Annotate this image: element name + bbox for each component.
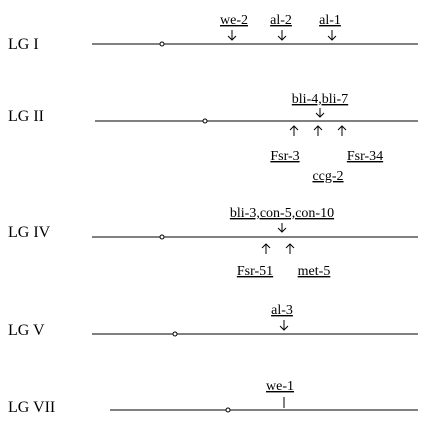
centromere-marker [225,407,231,413]
down-arrow-icon [279,320,289,331]
gene-label: met-5 [298,264,331,279]
linkage-group-2: LG II bli-4,bli-7 Fsr-3 Fsr-34 ccg-2 [8,92,418,184]
up-arrow-icon [261,243,271,254]
gene-label: al-2 [270,13,292,28]
down-arrow-icon [277,30,287,41]
gene-label: we-1 [266,379,294,394]
linkage-group-5: LG V al-3 [8,303,418,339]
down-arrow-icon [227,30,237,41]
down-arrow-icon [327,30,337,41]
group-label: LG I [8,36,39,53]
group-label: LG IV [8,224,51,241]
centromere-marker [159,234,165,240]
gene-label: bli-4,bli-7 [292,92,348,107]
centromere-marker [202,118,208,124]
group-label: LG V [8,322,45,339]
gene-label: ccg-2 [312,169,343,184]
up-arrow-icon [337,125,347,136]
gene-label: bli-3,con-5,con-10 [230,206,334,221]
down-arrow-icon [277,223,287,233]
gene-label: Fsr-34 [347,149,383,164]
gene-label: al-1 [319,13,341,28]
up-arrow-icon [289,125,299,136]
gene-label: Fsr-3 [270,149,299,164]
linkage-group-1: LG I we-2 al-2 al-1 [8,13,418,53]
group-label: LG II [8,108,44,125]
down-arrow-icon [315,108,325,118]
linkage-group-7: LG VII we-1 [8,379,418,416]
centromere-marker [172,331,178,337]
group-label: LG VII [8,399,55,416]
linkage-group-4: LG IV bli-3,con-5,con-10 Fsr-51 met-5 [8,206,418,279]
up-arrow-icon [285,243,295,254]
gene-label: we-2 [220,13,248,28]
centromere-marker [159,41,165,47]
gene-label: al-3 [271,303,293,318]
up-arrow-icon [313,125,323,136]
gene-label: Fsr-51 [237,264,273,279]
